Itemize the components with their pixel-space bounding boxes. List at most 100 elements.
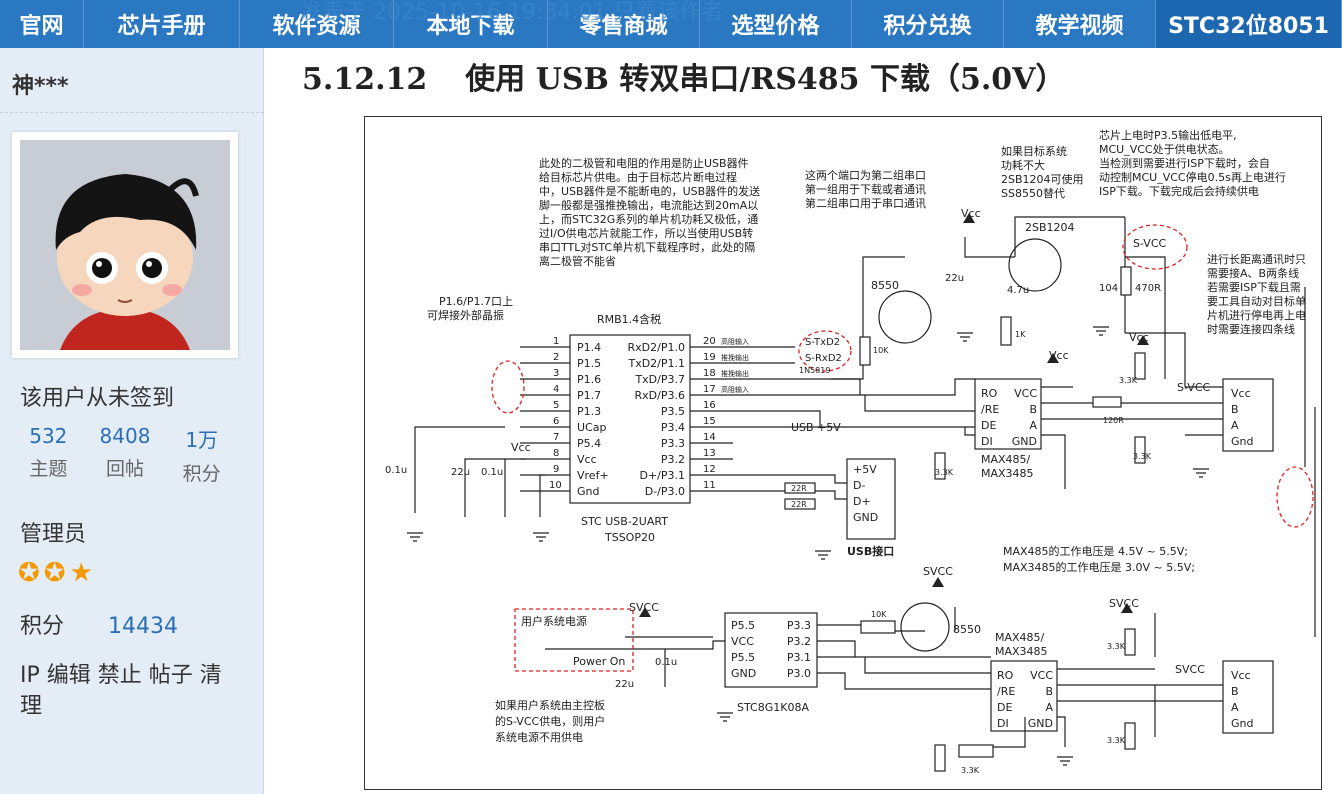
- transistor-label: 8550: [871, 279, 899, 292]
- pin-number: 9: [553, 464, 559, 475]
- nav-download[interactable]: 本地下载: [394, 0, 548, 48]
- pin-number: 7: [553, 432, 559, 443]
- chip-pin-right: RxD2/P1.0: [628, 341, 685, 354]
- nav-stc32[interactable]: STC32位8051: [1156, 0, 1342, 48]
- transistor-label: 8550: [953, 623, 981, 636]
- chip-pin-left: Vcc: [577, 453, 597, 466]
- note-target-line: 2SB1204可使用: [1001, 173, 1084, 186]
- nav-datasheet[interactable]: 芯片手册: [84, 0, 240, 48]
- component-value: 3.3K: [1119, 376, 1138, 385]
- user-stats: 532 主题 8408 回帖 1万 积分: [10, 424, 240, 486]
- schematic-diagram[interactable]: 此处的二极管和电阻的作用是防止USB器件 给目标芯片供电。由于目标芯片断电过程 …: [364, 116, 1322, 790]
- cartoon-boy-avatar-icon: [20, 140, 230, 350]
- note-diode-line: 此处的二极管和电阻的作用是防止USB器件: [539, 156, 749, 170]
- component-value: 0.1u: [385, 465, 407, 476]
- stat-value: 532: [29, 424, 68, 448]
- vcc-label: Vcc: [1129, 331, 1149, 344]
- chip-pin-right: P3.3: [661, 437, 685, 450]
- component-value: 10K: [871, 610, 887, 619]
- nav-pricing[interactable]: 选型价格: [700, 0, 852, 48]
- connector-pin: A: [1231, 701, 1239, 714]
- chip-pin-right: P3.5: [661, 405, 685, 418]
- note-ports-line: 这两个端口为第二组串口: [805, 168, 926, 182]
- max-pin: A: [1045, 701, 1053, 714]
- connector-pin: Vcc: [1231, 669, 1251, 682]
- nav-points[interactable]: 积分兑换: [852, 0, 1004, 48]
- rank-stars-icon: ✪✪★: [18, 558, 97, 588]
- connector-pin: Gnd: [1231, 435, 1253, 448]
- avatar[interactable]: [12, 132, 238, 358]
- connector-pin: Vcc: [1231, 387, 1251, 400]
- note-voltage-line: MAX3485的工作电压是 3.0V ~ 5.5V;: [1003, 560, 1195, 574]
- pin-mode-label: 推挽输出: [721, 369, 749, 378]
- admin-links[interactable]: IP 编辑 禁止 帖子 清理: [20, 663, 222, 719]
- svcc-label: SVCC: [923, 565, 953, 578]
- pin-number: 14: [703, 432, 716, 443]
- svcc-label: SVCC: [1109, 597, 1139, 610]
- pin-mode-label: 高阻输入: [721, 337, 749, 346]
- pin-number: 8: [553, 448, 559, 459]
- chip-pin-left: P1.7: [577, 389, 601, 402]
- note-target-line: 功耗不大: [1001, 158, 1045, 172]
- chip-pin-right: P3.4: [661, 421, 685, 434]
- max-pin: DE: [997, 701, 1012, 714]
- max-pin: /RE: [981, 403, 999, 416]
- user-role[interactable]: 管理员: [20, 522, 87, 547]
- stat-replies[interactable]: 8408 回帖: [87, 424, 164, 486]
- max-pin: DI: [997, 717, 1009, 730]
- component-value: 22u: [945, 273, 964, 284]
- component-value: 10K: [873, 346, 889, 355]
- pin-number: 3: [553, 368, 559, 379]
- chip-package-label: TSSOP20: [604, 531, 655, 544]
- pin-number: 16: [703, 400, 716, 411]
- nav-shop[interactable]: 零售商城: [548, 0, 700, 48]
- max-pin: RO: [981, 387, 998, 400]
- chip-pin-left: UCap: [577, 421, 606, 434]
- chip-pin-left: P5.4: [577, 437, 601, 450]
- max485-label: MAX485/: [995, 631, 1045, 644]
- chip-pin-right: P3.2: [661, 453, 685, 466]
- vcc-label: Vcc: [511, 441, 531, 454]
- pin-number: 11: [703, 480, 716, 491]
- username[interactable]: 神***: [12, 74, 69, 99]
- chip2-pin: P5.5: [731, 619, 755, 632]
- note-diode-line: 上，而STC32G系列的单片机功耗又极低，通: [539, 212, 758, 226]
- chip-name-label: STC USB-2UART: [581, 515, 668, 528]
- pin-number: 13: [703, 448, 716, 459]
- connector-pin: B: [1231, 403, 1239, 416]
- note-ports-line: 第二组串口用于串口通讯: [805, 196, 926, 210]
- chip2-pin: P3.0: [787, 667, 811, 680]
- stat-topics[interactable]: 532 主题: [10, 424, 87, 486]
- pin-mode-label: 高阻输入: [721, 385, 749, 394]
- note-ports-line: 第一组用于下载或者通讯: [805, 182, 926, 196]
- diode-label: 1N5819: [799, 366, 830, 375]
- component-value: 1K: [1015, 330, 1026, 339]
- chip2-name-label: STC8G1K08A: [737, 701, 809, 714]
- component-value: 3.3K: [961, 766, 980, 775]
- max-pin: DI: [981, 435, 993, 448]
- score-label: 积分: [20, 614, 65, 639]
- pin-number: 6: [553, 416, 559, 427]
- chip-pin-left: Gnd: [577, 485, 599, 498]
- component-value: 3.3K: [1107, 642, 1126, 651]
- max485-label: MAX3485: [981, 467, 1034, 480]
- stat-label: 积分: [182, 463, 221, 485]
- stat-points[interactable]: 1万 积分: [163, 424, 240, 486]
- nav-software[interactable]: 软件资源: [240, 0, 394, 48]
- component-value: 0.1u: [481, 467, 503, 478]
- nav-official-site[interactable]: 官网: [0, 0, 84, 48]
- max-pin: B: [1029, 403, 1037, 416]
- svcc-label: SVCC: [629, 601, 659, 614]
- note-user-line: 如果用户系统由主控板: [495, 698, 605, 712]
- chip-pin-left: Vref+: [577, 469, 609, 482]
- s-vcc-label: S-VCC: [1133, 237, 1167, 250]
- stat-value: 8408: [99, 424, 151, 448]
- chip-pin-right: D+/P3.1: [639, 469, 685, 482]
- divider: [0, 112, 264, 113]
- pin-number: 1: [553, 336, 559, 347]
- note-diode-line: 中，USB器件是不能断电的，USB器件的发送: [539, 184, 760, 198]
- chip2-pin: P5.5: [731, 651, 755, 664]
- component-value: 3.3K: [1133, 452, 1152, 461]
- nav-videos[interactable]: 教学视频: [1004, 0, 1156, 48]
- max485-label: MAX485/: [981, 453, 1031, 466]
